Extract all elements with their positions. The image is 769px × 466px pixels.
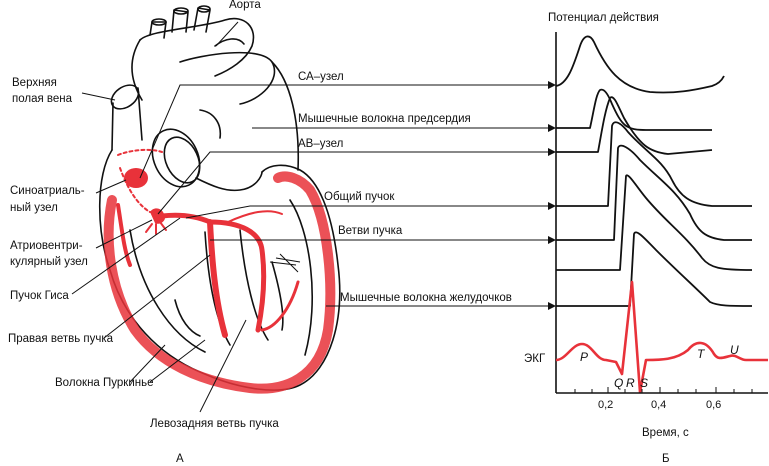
time-tick-0-6: 0,6 xyxy=(706,399,721,411)
ecg-wave-u: U xyxy=(730,343,739,357)
left-leaders xyxy=(71,21,247,413)
tricuspid-ring xyxy=(151,128,201,188)
label-svc-2: полая вена xyxy=(12,93,73,105)
svc-right-wall xyxy=(137,87,143,141)
label-sa-1: Синоатриаль- xyxy=(10,185,85,197)
artery-opening-1 xyxy=(151,18,167,26)
septum-right-edge xyxy=(239,229,269,341)
conduction-system xyxy=(103,148,336,394)
chordae xyxy=(269,253,301,273)
ap-sa-node xyxy=(555,35,725,94)
label-ventricular-muscle: Мышечные волокна желудочков xyxy=(340,292,512,304)
label-ecg: ЭКГ xyxy=(524,353,546,365)
panel-letter-b: Б xyxy=(662,453,670,465)
pulmonary-trunk xyxy=(179,51,276,105)
av-node xyxy=(150,208,166,224)
ap-atrial-muscle xyxy=(556,88,712,131)
left-anterior-branch xyxy=(227,210,283,223)
ventricular-muscle-band xyxy=(103,171,336,394)
ecg-wave-t: T xyxy=(697,347,706,361)
label-purkinje: Волокна Пуркинье xyxy=(55,377,154,389)
ecg-wave-s: S xyxy=(640,376,648,390)
ap-bundle-branches xyxy=(556,144,752,241)
label-common-bundle: Общий пучок xyxy=(324,191,395,203)
label-sa-node: СА–узел xyxy=(298,71,344,83)
label-av-1: Атриовентри- xyxy=(10,240,83,252)
heart-upper-left xyxy=(131,39,143,101)
ecg-trace xyxy=(555,280,768,394)
label-action-potential: Потенциал действия xyxy=(548,12,659,24)
label-sa-2: ный узел xyxy=(10,202,58,214)
label-right-branch: Правая ветвь пучка xyxy=(8,333,114,345)
septum-upper xyxy=(199,109,222,139)
artery-opening-3 xyxy=(197,5,211,13)
ecg-wave-p: P xyxy=(580,350,588,364)
internodal-band-1 xyxy=(117,148,163,156)
purkinje-left xyxy=(260,280,300,332)
label-av-2: кулярный узел xyxy=(10,256,88,268)
right-atrial-conduction xyxy=(116,203,132,267)
papillary-left xyxy=(271,261,284,331)
heart-upper-right xyxy=(271,61,300,171)
label-av-node: АВ–узел xyxy=(298,138,343,150)
internodal-band-2 xyxy=(119,167,151,213)
bundle-of-his xyxy=(159,212,213,225)
panel-letter-a: А xyxy=(176,453,184,465)
ap-av-node xyxy=(556,96,713,155)
label-his: Пучок Гиса xyxy=(10,290,69,302)
action-potential-traces xyxy=(555,35,753,307)
label-svc-1: Верхняя xyxy=(12,77,57,89)
right-bundle-branch xyxy=(207,219,228,338)
tricuspid-ring-inner xyxy=(163,136,201,184)
label-aorta: Аорта xyxy=(229,0,261,11)
atrial-floor xyxy=(195,171,263,192)
ecg-wave-q: Q xyxy=(614,376,623,390)
arrow-lines xyxy=(139,81,556,310)
svc-left-wall xyxy=(111,102,114,151)
time-tick-0-2: 0,2 xyxy=(598,399,613,411)
label-bundle-branches: Ветви пучка xyxy=(338,225,403,237)
artery-opening-2 xyxy=(173,7,189,15)
label-left-posterior: Левозадняя ветвь пучка xyxy=(150,418,279,430)
papillary-right xyxy=(174,299,201,337)
lv-inner-wall xyxy=(289,199,313,356)
ap-purkinje xyxy=(556,174,753,271)
artery-branch-2 xyxy=(171,9,189,33)
av-node-fibers xyxy=(145,221,167,235)
ap-common-bundle xyxy=(556,121,752,207)
ecg-wave-r: R xyxy=(626,376,635,390)
label-time-axis: Время, с xyxy=(642,427,689,439)
time-axis-ticks xyxy=(574,387,753,393)
label-atrial-muscle: Мышечные волокна предсердия xyxy=(298,113,471,125)
aorta-arch xyxy=(139,17,255,77)
artery-branch-3 xyxy=(193,7,211,33)
artery-branch-1 xyxy=(149,21,167,39)
time-tick-0-4: 0,4 xyxy=(651,399,666,411)
left-posterior-branch xyxy=(207,219,267,333)
ap-ventricular-muscle xyxy=(556,231,753,307)
